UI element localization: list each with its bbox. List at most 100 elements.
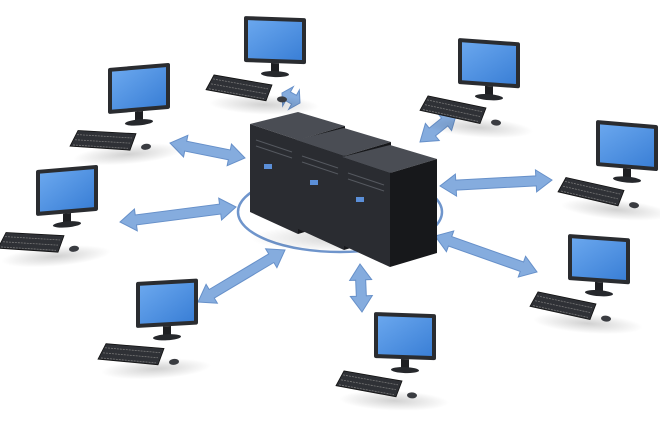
computer-icon [557, 120, 660, 221]
server-led [356, 197, 364, 202]
monitor-stand [271, 62, 279, 74]
monitor-screen [462, 42, 516, 85]
mouse-icon [629, 202, 639, 209]
monitor-base [125, 119, 153, 126]
server-front [342, 157, 390, 267]
monitor-base [475, 94, 503, 101]
server-top [250, 112, 345, 140]
server-bay [347, 178, 385, 192]
keyboard-keys [560, 190, 617, 205]
mouse-icon [601, 315, 611, 322]
keyboard-icon [557, 177, 625, 207]
computer-icon [0, 164, 111, 268]
keyboard-keys [536, 295, 593, 309]
computer-icon [69, 62, 183, 166]
computer-shadow [339, 390, 449, 411]
keyboard-keys [212, 78, 269, 90]
server-front [296, 140, 344, 250]
server-tower-icon [342, 145, 437, 267]
monitor-stand [595, 281, 603, 293]
monitor-stand [401, 358, 409, 370]
double-arrow-icon [119, 197, 237, 232]
keyboard-keys [532, 305, 589, 318]
keyboard-keys [72, 144, 129, 149]
keyboard-keys [426, 99, 483, 113]
server-side [390, 159, 437, 267]
mouse-icon [277, 96, 287, 103]
monitor-screen [140, 282, 194, 324]
monitor-base [53, 221, 81, 228]
keyboard-keys [74, 139, 131, 144]
computer-shadow [1, 245, 111, 268]
monitor-base [613, 176, 641, 183]
monitor-base [261, 71, 289, 78]
keyboard-keys [102, 352, 159, 359]
keyboard-icon [419, 95, 487, 125]
double-arrow-icon [169, 134, 246, 167]
monitor-screen [40, 169, 94, 212]
monitor-screen [378, 316, 432, 357]
keyboard-keys [4, 236, 61, 241]
monitor-base [585, 290, 613, 297]
computer-shadow [209, 94, 319, 115]
server-bay [301, 161, 339, 175]
mouse-icon [491, 119, 501, 126]
monitor-stand [135, 111, 143, 122]
keyboard-icon [335, 370, 403, 398]
keyboard-keys [104, 347, 161, 354]
server-top [342, 145, 437, 173]
monitor-stand [623, 168, 631, 179]
keyboard-keys [210, 83, 267, 95]
keyboard-keys [422, 109, 479, 122]
computer-icon [419, 38, 533, 139]
computer-shadow [101, 358, 211, 380]
keyboard-keys [208, 88, 265, 100]
computer-icon [205, 16, 319, 115]
keyboard-icon [529, 291, 597, 321]
keyboard-keys [340, 379, 397, 391]
monitor-base [153, 334, 181, 341]
server-bay [255, 139, 293, 153]
server-led [310, 180, 318, 185]
computer-icon [335, 312, 449, 411]
monitor-stand [63, 213, 71, 224]
computer-shadow [73, 143, 183, 166]
mouse-icon [141, 143, 151, 150]
double-arrow-icon [434, 230, 538, 278]
monitor-screen [600, 124, 654, 167]
keyboard-keys [564, 181, 621, 195]
mouse-icon [69, 245, 79, 252]
computer-icon [97, 278, 211, 380]
double-arrow-icon [197, 248, 286, 304]
mouse-icon [407, 392, 417, 399]
keyboard-keys [0, 246, 57, 251]
computer-shadow [533, 312, 643, 335]
computer-shadow [561, 198, 660, 221]
keyboard-keys [342, 374, 399, 386]
server-top [296, 128, 391, 156]
monitor-screen [248, 20, 302, 61]
keyboard-keys [2, 241, 59, 246]
keyboard-keys [76, 134, 133, 139]
monitor-base [391, 367, 419, 374]
monitor-stand [163, 326, 171, 337]
keyboard-keys [562, 185, 619, 200]
keyboard-keys [338, 384, 395, 396]
monitor-screen [112, 67, 166, 110]
server-led [264, 164, 272, 169]
computer-shadow [423, 116, 533, 139]
mouse-icon [169, 358, 179, 365]
server-bay [301, 155, 339, 169]
monitor-stand [485, 85, 493, 97]
keyboard-icon [205, 74, 273, 102]
double-arrow-icon [348, 263, 374, 313]
double-arrow-icon [439, 168, 553, 198]
keyboard-keys [424, 104, 481, 117]
computer-icon [529, 234, 643, 335]
keyboard-keys [534, 300, 591, 313]
server-bay [255, 145, 293, 159]
keyboard-keys [100, 357, 157, 364]
server-bay [347, 172, 385, 186]
